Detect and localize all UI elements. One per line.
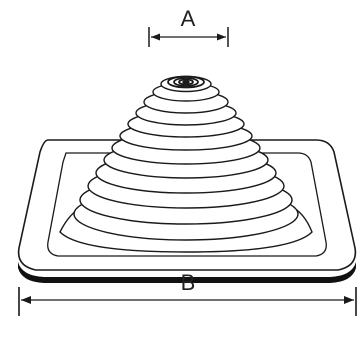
dimension-b-arrow-right [344, 296, 354, 304]
cone-top-opening [182, 80, 190, 84]
dimension-a-arrow-left [151, 33, 160, 41]
base-plate-shadow [18, 262, 356, 283]
cone-boot [59, 75, 313, 253]
dimension-a: A [148, 6, 229, 47]
dimension-b: B [18, 270, 357, 316]
dimension-b-arrow-left [21, 296, 31, 304]
dimension-a-arrow-right [217, 33, 226, 41]
dimension-b-label: B [181, 270, 196, 295]
dimension-a-label: A [181, 6, 196, 31]
